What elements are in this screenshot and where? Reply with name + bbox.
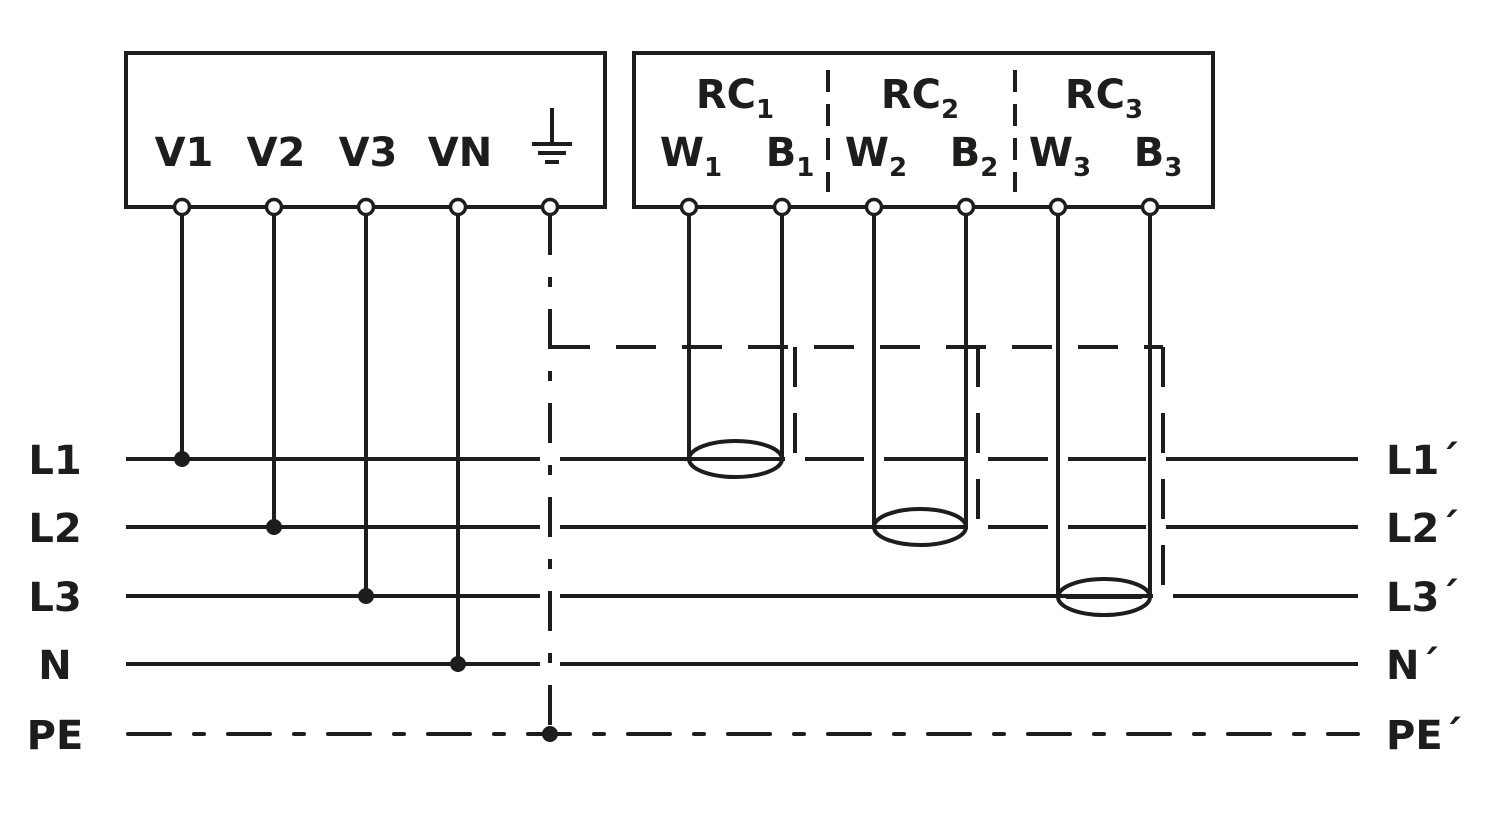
terminal-label-vn: VN [428, 130, 492, 176]
terminal-label-v2: V2 [247, 130, 306, 176]
terminal-connector [956, 197, 976, 217]
line-label-left: L3 [28, 575, 81, 621]
residual-current-box [632, 51, 1215, 209]
line-label-right: L3´ [1386, 575, 1459, 621]
rc-b-terminal-label: B1 [766, 130, 815, 183]
terminal-connector [356, 197, 376, 217]
current-transformer-toroid [1056, 577, 1152, 617]
terminal-connector [679, 197, 699, 217]
terminal-connector [1140, 197, 1160, 217]
junction-dot [358, 588, 374, 604]
line-label-left: L2 [28, 506, 81, 552]
ground-icon [532, 108, 572, 164]
junction-dot [450, 656, 466, 672]
terminal-connector [172, 197, 192, 217]
rc-w-terminal-label: W2 [845, 130, 907, 183]
current-transformer-toroid [687, 439, 784, 479]
terminal-label-v1: V1 [155, 130, 214, 176]
rc-w-terminal-label: W1 [660, 130, 722, 183]
rc-group-label: RC3 [1065, 72, 1143, 125]
line-label-right: N´ [1386, 643, 1439, 689]
junction-dot [542, 726, 558, 742]
terminal-connector [448, 197, 468, 217]
line-label-left: PE [27, 713, 84, 759]
rc-group-label: RC1 [696, 72, 774, 125]
line-label-right: L2´ [1386, 506, 1459, 552]
rc-b-terminal-label: B3 [1134, 130, 1183, 183]
terminal-connector [772, 197, 792, 217]
junction-dot [174, 451, 190, 467]
terminal-connector [264, 197, 284, 217]
rc-b-terminal-label: B2 [950, 130, 999, 183]
current-transformer-toroid [872, 507, 968, 547]
line-label-right: PE´ [1386, 713, 1463, 759]
terminal-connector [540, 197, 560, 217]
terminal-connector [864, 197, 884, 217]
line-label-left: L1 [28, 438, 81, 484]
terminal-connector [1048, 197, 1068, 217]
line-label-left: N [38, 643, 71, 689]
rc-w-terminal-label: W3 [1029, 130, 1091, 183]
junction-dot [266, 519, 282, 535]
rc-group-label: RC2 [881, 72, 959, 125]
line-label-right: L1´ [1386, 438, 1459, 484]
terminal-label-v3: V3 [339, 130, 398, 176]
